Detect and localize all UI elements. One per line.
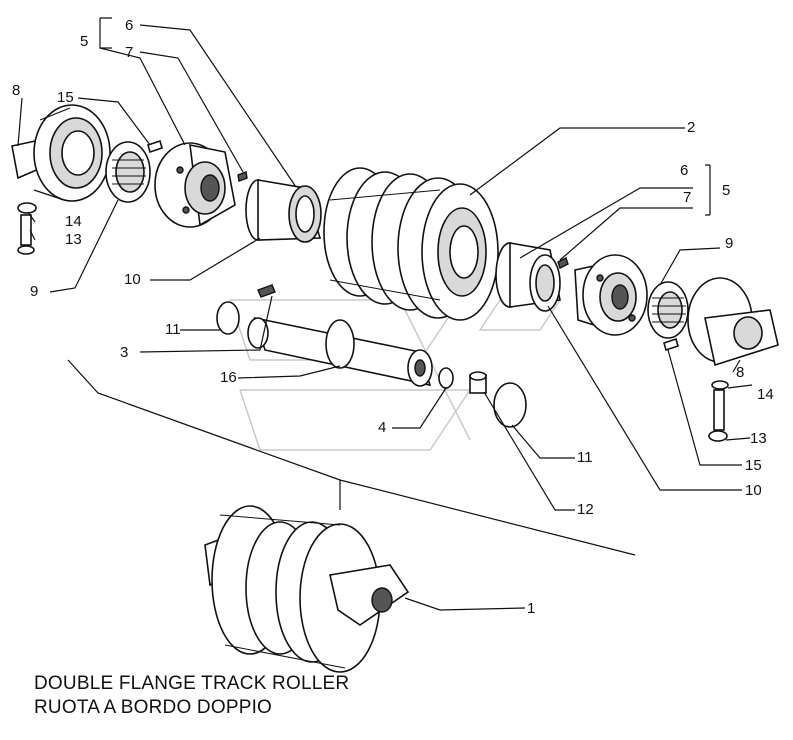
seal-left (105, 141, 151, 203)
label-9-right: 9 (725, 235, 733, 252)
label-11-left: 11 (165, 321, 181, 338)
label-11-right: 11 (577, 449, 593, 466)
label-14-left: 14 (65, 213, 82, 230)
label-8-right: 8 (736, 364, 744, 381)
bolt-left (17, 202, 37, 255)
label-7-right: 7 (683, 189, 691, 206)
label-5-right: 5 (722, 182, 730, 199)
label-6-right: 6 (680, 162, 688, 179)
snap-ring-left (216, 301, 240, 335)
bolt-right (708, 380, 729, 442)
label-15-left: 15 (57, 89, 74, 106)
label-10-left: 10 (124, 271, 141, 288)
screw-right (663, 337, 679, 352)
label-12: 12 (577, 501, 594, 518)
separator-line (67, 359, 636, 556)
housing-right (574, 254, 648, 336)
label-2: 2 (687, 119, 695, 136)
bushing-right (495, 242, 561, 312)
label-1: 1 (527, 600, 535, 617)
bushing-left (245, 179, 322, 243)
label-7-left: 7 (125, 44, 133, 61)
washer-4 (438, 367, 454, 389)
label-6-left: 6 (125, 17, 133, 34)
plug-12 (469, 371, 487, 394)
label-9-left: 9 (30, 283, 38, 300)
roller-body (323, 167, 499, 321)
shaft (247, 316, 433, 387)
label-16: 16 (220, 369, 237, 386)
label-10-right: 10 (745, 482, 762, 499)
label-15-right: 15 (745, 457, 762, 474)
label-14-right: 14 (757, 386, 774, 403)
label-13-right: 13 (750, 430, 767, 447)
housing-left (154, 142, 236, 228)
label-13-left: 13 (65, 231, 82, 248)
caption-english: DOUBLE FLANGE TRACK ROLLER (34, 673, 349, 694)
leader-lines (17, 17, 753, 611)
label-5-left: 5 (80, 33, 88, 50)
label-3: 3 (120, 344, 128, 361)
pin-right (557, 257, 569, 269)
screw-left (147, 139, 163, 154)
key (257, 284, 276, 298)
pin-left (237, 171, 248, 182)
seal-right (647, 281, 689, 339)
end-cap-left (11, 104, 111, 202)
end-cap-right (687, 277, 779, 367)
label-8-left: 8 (12, 82, 20, 99)
assembled-roller (204, 505, 410, 673)
caption-italian: RUOTA A BORDO DOPPIO (34, 697, 272, 718)
label-4: 4 (378, 419, 386, 436)
snap-ring-right (493, 382, 527, 428)
